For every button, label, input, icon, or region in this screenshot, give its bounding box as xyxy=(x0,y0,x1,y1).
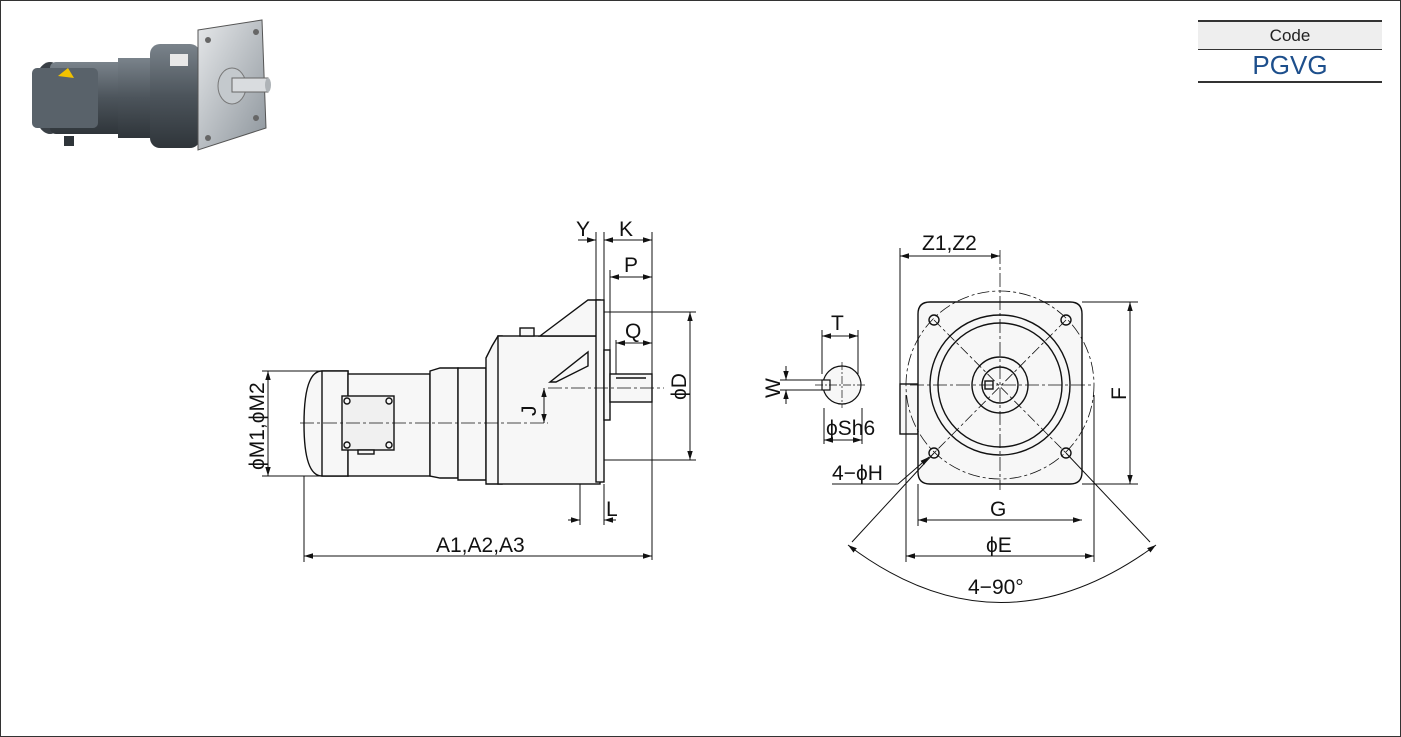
dim-d: ϕD xyxy=(668,373,691,400)
front-dim-lines xyxy=(832,248,1157,603)
dim-a: A1,A2,A3 xyxy=(436,534,525,557)
dim-g: G xyxy=(990,498,1006,521)
code-value: PGVG xyxy=(1198,50,1382,83)
dim-f: F xyxy=(1108,387,1131,400)
dim-k: K xyxy=(619,218,633,241)
dim-y: Y xyxy=(576,218,590,241)
side-view xyxy=(303,299,653,485)
dim-m: ϕM1,ϕM2 xyxy=(246,382,269,470)
dim-angle: 4−90° xyxy=(968,576,1024,599)
code-label: Code xyxy=(1198,20,1382,50)
dim-j: J xyxy=(518,406,541,417)
side-dim-lines xyxy=(262,232,696,562)
dim-p: P xyxy=(624,254,638,277)
gear-motor-photo xyxy=(32,19,271,151)
dim-q: Q xyxy=(625,320,641,343)
key-section xyxy=(821,365,862,405)
dim-l: L xyxy=(606,498,618,521)
dim-s: ϕSh6 xyxy=(826,417,875,440)
dim-z: Z1,Z2 xyxy=(922,232,977,255)
dim-e: ϕE xyxy=(986,534,1012,557)
dim-w: W xyxy=(762,378,785,398)
dim-h: 4−ϕH xyxy=(832,462,883,485)
code-box: Code PGVG xyxy=(1198,20,1382,83)
dim-t: T xyxy=(831,312,844,335)
front-view xyxy=(899,301,1083,485)
